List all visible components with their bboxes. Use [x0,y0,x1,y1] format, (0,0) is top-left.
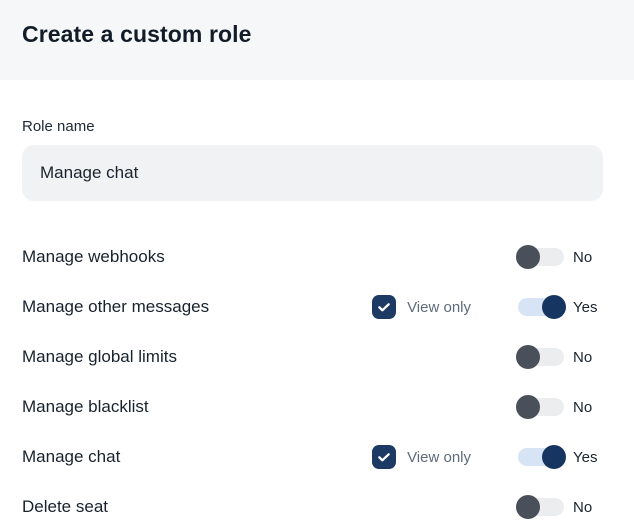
dialog-body: Role name Manage webhooks No Manage othe… [0,118,634,532]
view-only-label: View only [407,448,471,466]
permission-label: Delete seat [22,497,108,516]
toggle-knob [542,295,566,319]
permission-label: Manage other messages [22,297,210,316]
permission-controls: View only Yes [372,295,603,319]
page-title: Create a custom role [22,20,252,47]
permission-list: Manage webhooks No Manage other messages… [22,232,603,532]
toggle-knob [542,445,566,469]
permission-controls: No [516,495,603,519]
toggle-manage-other-messages[interactable] [518,295,566,319]
view-only-checkbox[interactable] [372,445,397,469]
toggle-state-label: Yes [573,448,598,466]
role-name-input[interactable] [22,145,603,201]
permission-row-manage-blacklist: Manage blacklist No [22,382,603,432]
toggle-knob [516,245,540,269]
toggle-knob [516,345,540,369]
permission-row-manage-other-messages: Manage other messages View only Yes [22,282,603,332]
toggle-manage-webhooks[interactable] [516,245,564,269]
toggle-state-label: No [573,498,593,516]
toggle-state-label: No [573,248,593,266]
checkmark-icon [378,453,390,462]
toggle-manage-chat[interactable] [518,445,566,469]
view-only-group: View only [372,445,471,469]
permission-controls: View only Yes [372,445,603,469]
role-name-label: Role name [22,118,95,135]
permission-controls: No [516,245,603,269]
permission-row-manage-global-limits: Manage global limits No [22,332,603,382]
view-only-label: View only [407,298,471,316]
permission-label: Manage blacklist [22,397,149,416]
dialog-header: Create a custom role [0,0,634,80]
permission-label: Manage webhooks [22,247,165,266]
permission-row-delete-seat: Delete seat No [22,482,603,532]
permission-row-manage-webhooks: Manage webhooks No [22,232,603,282]
toggle-state-label: No [573,348,593,366]
toggle-state-label: No [573,398,593,416]
view-only-checkbox[interactable] [372,295,397,319]
permission-row-manage-chat: Manage chat View only Yes [22,432,603,482]
permission-label: Manage global limits [22,347,177,366]
toggle-knob [516,395,540,419]
permission-label: Manage chat [22,447,121,466]
toggle-delete-seat[interactable] [516,495,564,519]
toggle-knob [516,495,540,519]
view-only-group: View only [372,295,471,319]
toggle-state-label: Yes [573,298,598,316]
permission-controls: No [516,345,603,369]
toggle-manage-blacklist[interactable] [516,395,564,419]
toggle-manage-global-limits[interactable] [516,345,564,369]
checkmark-icon [378,303,390,312]
permission-controls: No [516,395,603,419]
